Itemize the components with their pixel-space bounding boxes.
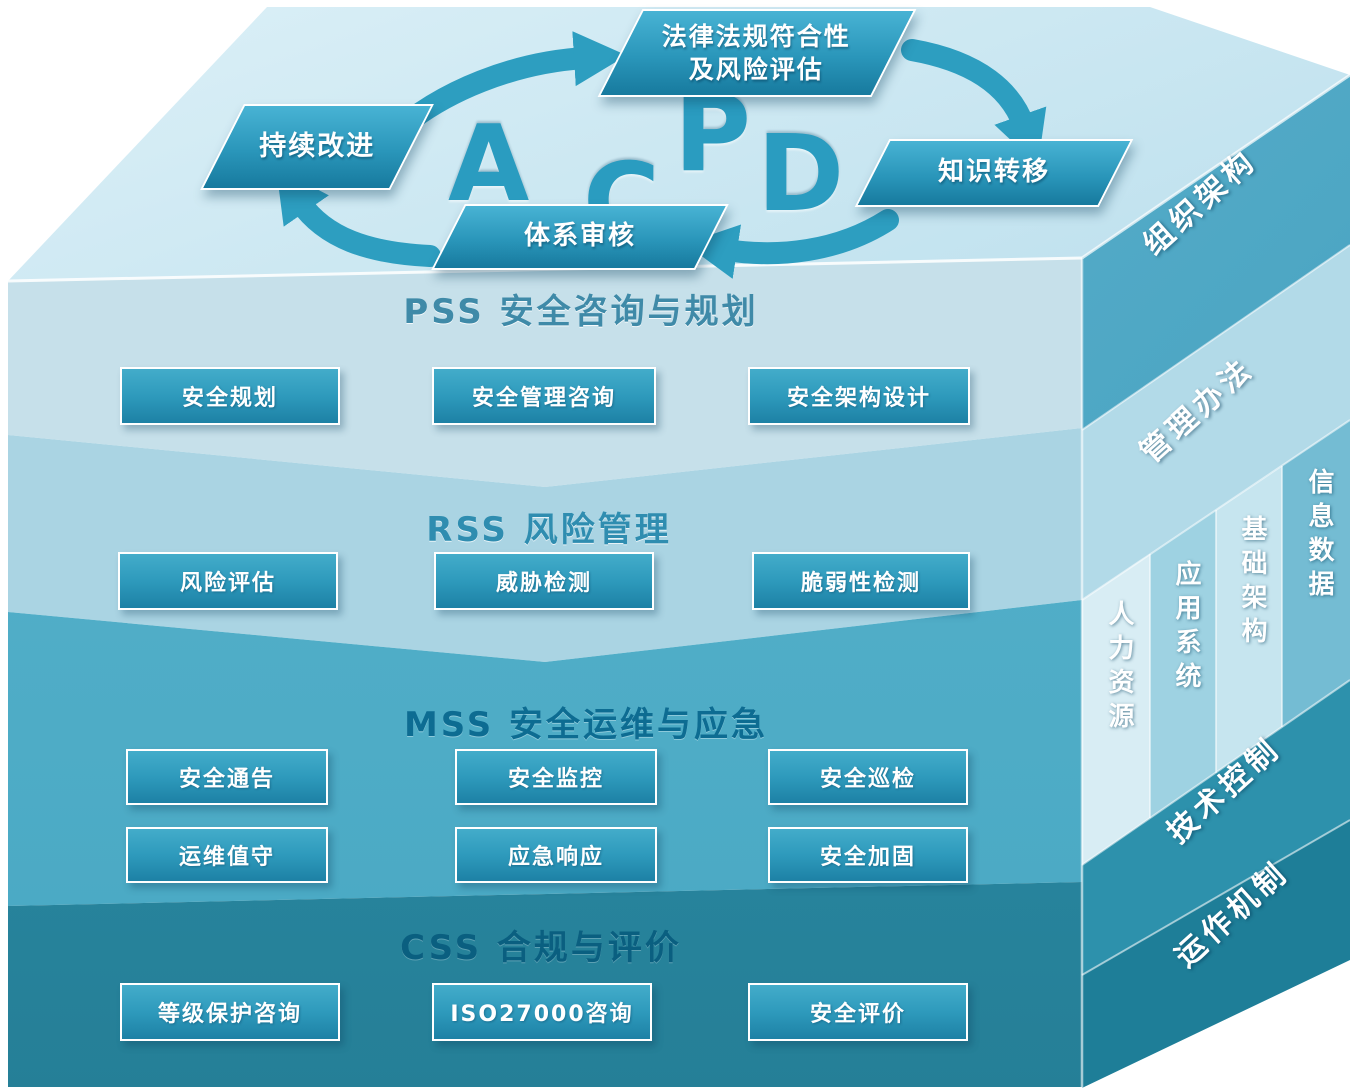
service-box-risk-assessment: 风险评估 — [118, 552, 338, 610]
layer-title-mss: MSS 安全运维与应急 — [403, 705, 769, 745]
service-box-label: 应急响应 — [507, 845, 604, 870]
pdca-letter-a: A — [448, 103, 530, 225]
service-box-label: 安全规划 — [181, 386, 278, 411]
service-box-vulnerability-detection: 脆弱性检测 — [752, 552, 970, 610]
node-legal-line2: 及风险评估 — [689, 54, 825, 83]
node-system-audit: 体系审核 — [431, 204, 729, 270]
service-box-label: 等级保护咨询 — [157, 1002, 302, 1027]
service-box-label: 安全加固 — [819, 845, 916, 870]
layer-title-rss: RSS 风险管理 — [426, 510, 672, 550]
column-label-information-data: 信息数据 — [1304, 468, 1334, 604]
service-box-label: 安全管理咨询 — [471, 386, 616, 411]
layer-title-css: CSS 合规与评价 — [400, 928, 682, 968]
service-box-security-architecture-design: 安全架构设计 — [748, 367, 970, 425]
node-knowledge-transfer: 知识转移 — [854, 139, 1134, 207]
column-label-human-resources: 人力资源 — [1104, 600, 1134, 736]
service-box-security-hardening: 安全加固 — [768, 827, 968, 883]
service-box-label: 安全评价 — [809, 1002, 906, 1027]
service-box-security-bulletin: 安全通告 — [126, 749, 328, 805]
node-legal-label: 法律法规符合性 及风险评估 — [662, 21, 851, 86]
service-box-security-monitoring: 安全监控 — [455, 749, 657, 805]
service-box-label: 运维值守 — [178, 845, 275, 870]
node-legal-compliance-risk-assessment: 法律法规符合性 及风险评估 — [597, 9, 917, 97]
service-box-label: 安全监控 — [507, 767, 604, 792]
service-box-security-planning: 安全规划 — [120, 367, 340, 425]
service-box-security-management-consulting: 安全管理咨询 — [432, 367, 656, 425]
service-box-label: ISO27000咨询 — [450, 1002, 634, 1027]
service-box-label: 脆弱性检测 — [800, 571, 921, 596]
service-box-security-inspection: 安全巡检 — [768, 749, 968, 805]
node-legal-line1: 法律法规符合性 — [662, 21, 852, 51]
service-box-label: 安全通告 — [178, 767, 275, 792]
layer-title-pss: PSS 安全咨询与规划 — [403, 292, 759, 332]
node-system-audit-label: 体系审核 — [523, 221, 637, 252]
service-box-iso27000-consulting: ISO27000咨询 — [432, 983, 652, 1041]
service-box-label: 威胁检测 — [495, 571, 592, 596]
service-box-incident-response: 应急响应 — [455, 827, 657, 883]
node-continuous-improvement-label: 持续改进 — [259, 131, 375, 163]
column-label-infrastructure: 基础架构 — [1237, 515, 1267, 651]
service-box-label: 安全巡检 — [819, 767, 916, 792]
service-box-classified-protection-consulting: 等级保护咨询 — [120, 983, 340, 1041]
pdca-letter-d: D — [757, 113, 845, 235]
service-box-label: 风险评估 — [179, 571, 276, 596]
service-box-security-evaluation: 安全评价 — [748, 983, 968, 1041]
node-knowledge-transfer-label: 知识转移 — [937, 157, 1051, 188]
service-box-label: 安全架构设计 — [786, 386, 931, 411]
pdca-letter-p: P — [674, 73, 751, 195]
service-box-ops-duty: 运维值守 — [126, 827, 328, 883]
column-label-application-systems: 应用系统 — [1171, 560, 1201, 696]
service-box-threat-detection: 威胁检测 — [434, 552, 654, 610]
